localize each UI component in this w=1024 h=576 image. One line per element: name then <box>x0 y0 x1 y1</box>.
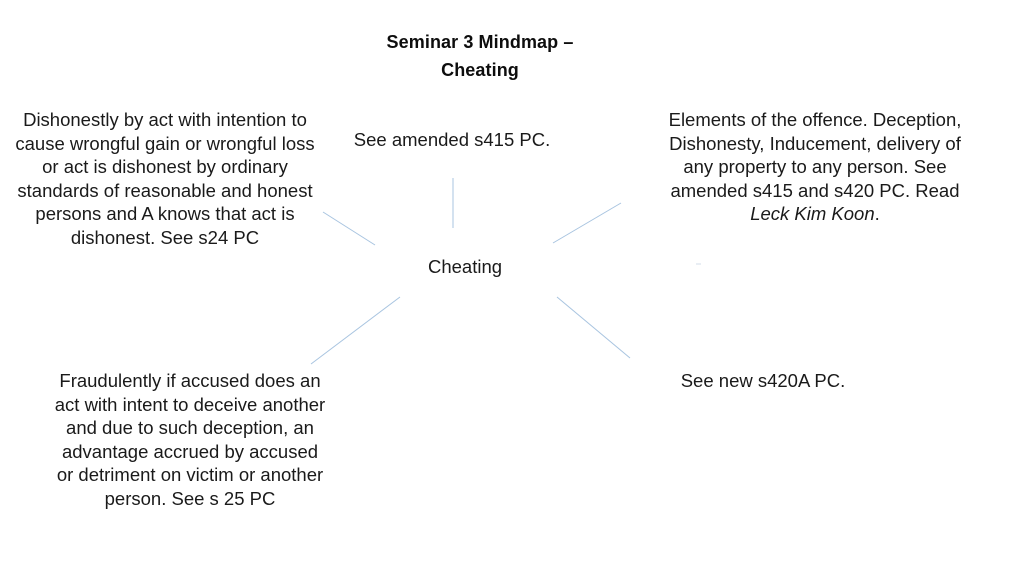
mindmap-branch-elements-of-offence: Elements of the offence. Deception, Dish… <box>660 108 970 226</box>
mindmap-center-node: Cheating <box>427 256 503 277</box>
stray-mark-artifact <box>696 263 701 265</box>
connector-bottom-right <box>556 296 631 359</box>
mindmap-branch-amended-s415: See amended s415 PC. <box>353 129 551 150</box>
connector-top-left <box>322 211 376 246</box>
page-title-line-2: Cheating <box>441 60 519 80</box>
connector-bottom-left <box>310 296 401 365</box>
mindmap-branch-new-s420a: See new s420A PC. <box>680 370 846 391</box>
mindmap-branch-dishonesty-s24: Dishonestly by act with intention to cau… <box>15 109 320 248</box>
case-name-leck-kim-koon: Leck Kim Koon <box>750 203 875 224</box>
branch-elements-text-after-case: . <box>874 203 880 224</box>
page-title-line-1: Seminar 3 Mindmap – <box>386 32 574 52</box>
page-title: Seminar 3 Mindmap – Cheating <box>312 28 648 84</box>
branch-elements-text-before-case: Elements of the offence. Deception, Dish… <box>668 109 967 201</box>
mindmap-branch-fraudulently-s25: Fraudulently if accused does an act with… <box>54 370 331 509</box>
connector-top-right <box>552 202 622 244</box>
